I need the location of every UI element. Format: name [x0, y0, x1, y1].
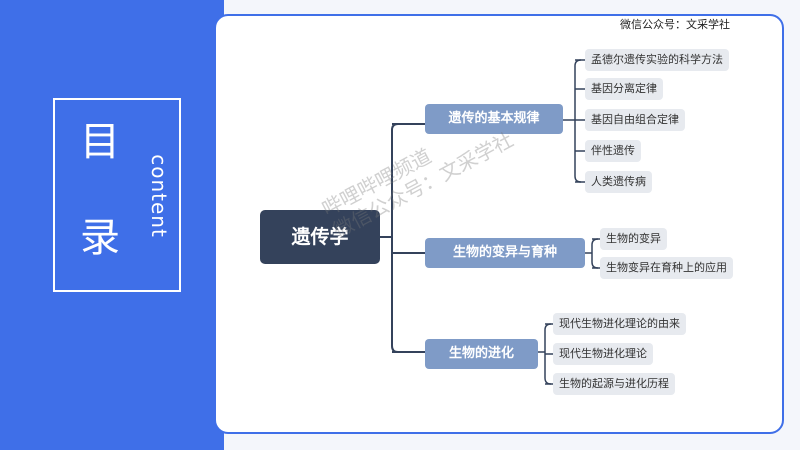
title-char-lu: 录 [80, 215, 120, 261]
title-char-mu: 目 [80, 119, 120, 165]
leaf-sex-linked: 伴性遗传 [585, 140, 641, 162]
title-box: 目 录 content [53, 98, 181, 292]
leaf-independent-assortment: 基因自由组合定律 [585, 109, 685, 131]
leaf-life-origin-evolution: 生物的起源与进化历程 [553, 373, 675, 395]
leaf-variation: 生物的变异 [600, 228, 667, 250]
mindmap-root: 遗传学 [260, 210, 380, 264]
leaf-segregation-law: 基因分离定律 [585, 78, 663, 100]
leaf-variation-breeding: 生物变异在育种上的应用 [600, 257, 733, 279]
header-watermark: 微信公众号：文采学社 [620, 18, 730, 31]
leaf-mendel-method: 孟德尔遗传实验的科学方法 [585, 49, 729, 71]
branch-variation-breeding: 生物的变异与育种 [425, 238, 585, 268]
leaf-human-disease: 人类遗传病 [585, 171, 652, 193]
sidebar-panel: 目 录 content [0, 0, 224, 450]
connector-leaves-2 [585, 238, 599, 269]
branch-genetics-laws: 遗传的基本规律 [425, 104, 563, 134]
connector-leaves-1 [563, 59, 582, 183]
leaf-evolution-origin: 现代生物进化理论的由来 [553, 313, 686, 335]
leaf-evolution-theory: 现代生物进化理论 [553, 343, 653, 365]
branch-evolution: 生物的进化 [425, 339, 538, 369]
